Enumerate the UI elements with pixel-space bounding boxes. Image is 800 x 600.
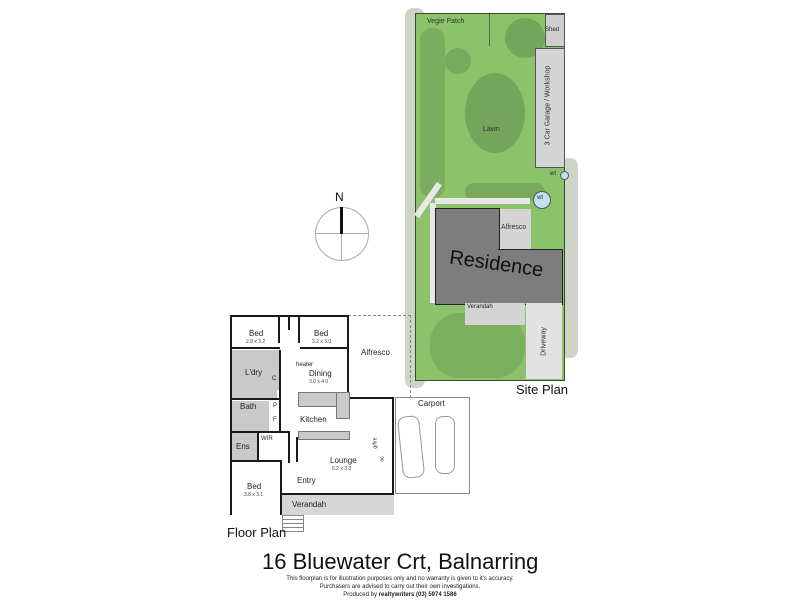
wall	[392, 397, 394, 493]
gas-fire-label: g/fire	[372, 437, 379, 449]
floor-plan: Alfresco Bed 2.8 x 3.2 Bed 3.2 x 3.0 L'd…	[220, 310, 480, 540]
dining-dim: 3.0 x 4.0	[309, 379, 329, 385]
produced-by-label: Produced by	[343, 592, 379, 598]
disclaimer-line-1: This floorplan is for illustration purpo…	[286, 576, 514, 582]
carport	[395, 397, 470, 494]
compass-needle-icon	[340, 207, 343, 234]
kitchen-bench-lower	[298, 431, 350, 440]
kitchen-bench	[336, 392, 350, 419]
verandah-site	[465, 303, 525, 325]
dining-label: Dining	[309, 369, 332, 378]
carport-label: Carport	[418, 399, 445, 408]
wall	[257, 431, 259, 461]
alfresco-site	[500, 209, 531, 249]
wall	[347, 315, 349, 398]
bed3-label: Bed	[247, 482, 262, 491]
wall	[230, 347, 280, 349]
tree-icon	[445, 48, 471, 74]
north-label: N	[335, 190, 344, 204]
heater-label: heater	[296, 362, 314, 368]
garage-label: 3 Car Garage / Workshop	[544, 65, 552, 146]
water-tank-label: wt	[537, 195, 543, 201]
bathroom	[232, 401, 269, 431]
producer-brand: realtywriters (03) 5974 1586	[378, 592, 457, 598]
vegie-patch-divider	[489, 14, 490, 46]
path	[435, 198, 530, 204]
water-tank-icon	[533, 191, 551, 209]
property-address-title: 16 Bluewater Crt, Balnarring	[262, 549, 539, 574]
wt-small-label: wt	[550, 171, 556, 177]
alfresco-area	[348, 315, 411, 398]
north-compass: N	[313, 190, 369, 261]
tree-icon	[420, 28, 445, 198]
bed3-dim: 3.8 x 3.1	[244, 492, 264, 498]
wall	[279, 350, 281, 432]
toilet	[232, 390, 277, 398]
site-plan-heading: Site Plan	[516, 382, 569, 397]
steps	[282, 515, 304, 532]
bath-label: Bath	[240, 402, 257, 411]
verandah	[282, 495, 394, 515]
laundry-label: L'dry	[245, 368, 263, 377]
wall	[348, 397, 393, 399]
tree-icon	[465, 183, 545, 201]
shed	[545, 14, 565, 47]
verandah-label: Verandah	[292, 500, 327, 509]
bed1-label: Bed	[249, 329, 264, 338]
disclaimer-line-2: Purchasers are advised to carry out thei…	[319, 584, 481, 590]
driveway-label: Driveway	[540, 327, 548, 356]
cupboard-label: C	[272, 376, 277, 382]
driveway	[526, 303, 562, 379]
bed2-dim: 3.2 x 3.0	[312, 339, 332, 345]
lounge-dim: 6.2 x 3.3	[332, 466, 352, 472]
water-tank-small-icon	[560, 171, 569, 180]
wall	[288, 431, 290, 463]
car-icon	[435, 416, 455, 474]
shed-label: Shed	[545, 27, 560, 33]
bed2-label: Bed	[314, 329, 329, 338]
wall	[278, 315, 280, 343]
residence-building-east	[498, 249, 563, 305]
wall	[296, 437, 298, 462]
entry-label: Entry	[297, 476, 316, 485]
ensuite-label: Ens	[236, 442, 250, 451]
garage	[535, 48, 565, 168]
wir-label: WIR	[261, 436, 273, 442]
lawn-label: Lawn	[483, 126, 500, 133]
ac-label: ac	[379, 456, 386, 462]
wall	[280, 493, 394, 495]
wall	[230, 431, 290, 433]
lounge-label: Lounge	[330, 456, 357, 465]
wall	[280, 460, 282, 515]
pantry-label: P	[273, 403, 278, 409]
disclaimer-line-3: Produced by realtywriters (03) 5974 1586	[200, 591, 600, 599]
ensuite	[232, 431, 257, 461]
vegie-patch-label: Vegie Patch	[427, 18, 465, 25]
wall	[230, 460, 280, 462]
compass-crosshair-v	[341, 207, 342, 261]
wall	[288, 315, 290, 330]
alfresco-label: Alfresco	[361, 348, 390, 357]
alfresco-site-label: Alfresco	[501, 224, 527, 231]
verandah-site-label: Verandah	[467, 304, 493, 310]
wall	[230, 398, 280, 400]
bed1-dim: 2.8 x 3.2	[246, 339, 266, 345]
laundry	[232, 350, 280, 390]
tree-icon	[465, 73, 525, 153]
wall	[230, 315, 232, 515]
path	[430, 203, 436, 303]
wall	[300, 347, 348, 349]
site-plan: Vegie Patch Shed 3 Car Garage / Workshop…	[405, 8, 578, 397]
residence-building	[435, 208, 500, 305]
fridge-label: F	[273, 417, 277, 423]
kitchen-label: Kitchen	[300, 415, 327, 424]
wall	[298, 315, 300, 343]
floor-plan-heading: Floor Plan	[227, 525, 287, 540]
